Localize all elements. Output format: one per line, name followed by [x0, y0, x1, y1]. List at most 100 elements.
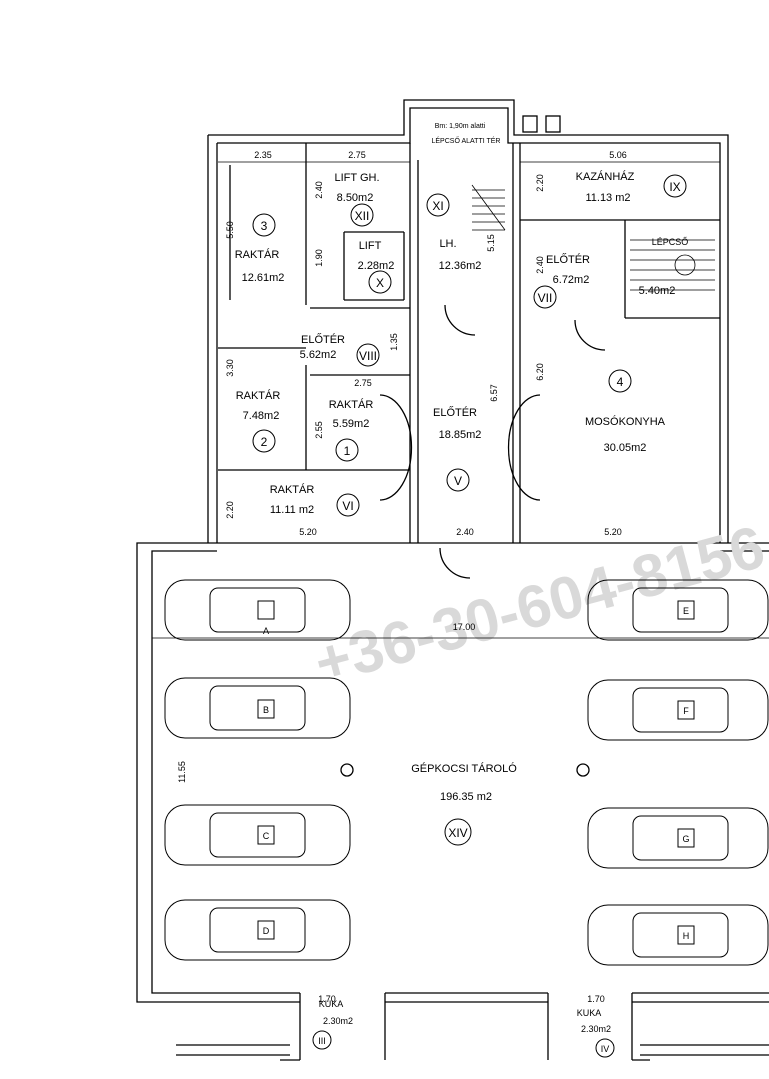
room-eloter-viii-roman: VIII [359, 349, 377, 363]
dim-170b: 1.70 [587, 994, 605, 1004]
room-kazanhaz-area: 11.13 m2 [585, 192, 630, 204]
room-eloter-v-name: ELŐTÉR [433, 405, 477, 419]
car-label-d: D [263, 926, 270, 936]
room-kazanhaz-roman: IX [669, 180, 680, 194]
garage-column-right [576, 763, 590, 777]
car-label-g: G [682, 834, 689, 844]
room-raktar-vi-name: RAKTÁR [270, 483, 315, 496]
room-eloter-viii-area: 5.62m2 [300, 349, 337, 361]
room-kuka-iv-name: KUKA [577, 1008, 602, 1018]
room-raktar2-num: 2 [261, 435, 268, 449]
car-g [587, 807, 769, 869]
car-label-b: B [263, 705, 269, 715]
dim-657: 6.57 [489, 384, 499, 402]
car-c [164, 804, 351, 866]
room-raktar1-area: 5.59m2 [333, 418, 370, 430]
dim-620: 6.20 [535, 363, 545, 381]
room-garage-area: 196.35 m2 [440, 791, 492, 803]
note-line2: LÉPCSŐ ALATTI TÉR [432, 136, 501, 145]
room-mosokonyha-name: MOSÓKONYHA [585, 415, 666, 428]
dim-550: 5.50 [225, 221, 235, 239]
dim-330: 3.30 [225, 359, 235, 377]
car-label-f: F [683, 706, 689, 716]
dim-275b: 2.75 [354, 378, 372, 388]
stairs-right [630, 239, 715, 291]
room-lh-roman: XI [432, 199, 443, 213]
kuka-iii-walls [280, 993, 386, 1061]
car-b [164, 677, 351, 739]
room-lepcso-area: 5.40m2 [639, 285, 676, 297]
room-eloter-vii-area: 6.72m2 [553, 274, 590, 286]
room-lepcso-name: LÉPCSŐ [652, 237, 689, 247]
room-raktar3-area: 12.61m2 [242, 272, 285, 284]
room-lift-area: 2.28m2 [358, 260, 395, 272]
kuka-iv-walls [547, 993, 650, 1061]
room-lift-gh-name: LIFT GH. [334, 172, 379, 184]
parking-spaces [164, 579, 769, 966]
room-raktar1-name: RAKTÁR [329, 398, 374, 411]
room-eloter-vii-name: ELŐTÉR [546, 252, 590, 266]
room-lift-roman: X [376, 276, 384, 290]
room-lift-gh-roman: XII [355, 209, 370, 223]
dim-235: 2.35 [254, 150, 272, 160]
dim-240c: 2.40 [456, 527, 474, 537]
car-e [587, 579, 769, 641]
car-label-e: E [683, 606, 689, 616]
garage-outer-wall [136, 542, 769, 1003]
room-mosokonyha-num: 4 [617, 375, 624, 389]
room-raktar2-name: RAKTÁR [236, 389, 281, 402]
room-raktar2-area: 7.48m2 [243, 410, 280, 422]
room-lh-name: LH. [439, 238, 456, 250]
room-kazanhaz-name: KAZÁNHÁZ [576, 170, 635, 183]
room-garage-roman: XIV [448, 826, 467, 840]
door-eloter-v [379, 394, 413, 501]
room-kuka-iii-roman: III [318, 1036, 326, 1046]
car-h [587, 904, 769, 966]
dim-520b: 5.20 [604, 527, 622, 537]
room-raktar3-num: 3 [261, 219, 268, 233]
room-kuka-iii-name: KUKA [319, 999, 344, 1009]
garage-column-left [340, 763, 354, 777]
dim-220b: 2.20 [225, 501, 235, 519]
room-mosokonyha-area: 30.05m2 [604, 442, 647, 454]
room-kuka-iii-area: 2.30m2 [323, 1016, 353, 1026]
room-kuka-iv-roman: IV [601, 1044, 610, 1054]
room-garage-name: GÉPKOCSI TÁROLÓ [411, 762, 517, 775]
car-label-c: C [263, 831, 270, 841]
stairs-left [471, 184, 506, 231]
room-eloter-vii-roman: VII [538, 291, 553, 305]
room-raktar3-name: RAKTÁR [235, 248, 280, 261]
car-label-h: H [683, 931, 690, 941]
room-eloter-v-area: 18.85m2 [439, 429, 482, 441]
dim-135: 1.35 [389, 333, 399, 351]
car-f [587, 679, 769, 741]
room-raktar1-num: 1 [344, 444, 351, 458]
car-label-a: A [263, 626, 269, 636]
dim-240b: 2.40 [535, 256, 545, 274]
room-raktar-vi-area: 11.11 m2 [270, 504, 314, 516]
dim-240a: 2.40 [314, 181, 324, 199]
room-lh-area: 12.36m2 [439, 260, 482, 272]
dim-515: 5.15 [486, 234, 496, 252]
phone-watermark: +36-30-604-8156 [308, 513, 769, 697]
car-a [164, 579, 351, 641]
dim-190: 1.90 [314, 249, 324, 267]
outer-wall-upper [208, 99, 729, 543]
dim-170a: 1.70 [318, 994, 336, 1004]
room-lift-name: LIFT [359, 240, 382, 252]
note-line1: Bm: 1,90m alatti [435, 123, 486, 130]
room-raktar-vi-roman: VI [342, 499, 353, 513]
dim-1155: 11.55 [177, 761, 187, 783]
dim-255: 2.55 [314, 421, 324, 439]
car-d [164, 899, 351, 961]
dim-220a: 2.20 [535, 174, 545, 192]
dim-1700: 17.00 [453, 622, 476, 632]
dim-506: 5.06 [609, 150, 627, 160]
room-lift-gh-area: 8.50m2 [337, 192, 374, 204]
room-eloter-viii-name: ELŐTÉR [301, 332, 345, 346]
room-kuka-iv-area: 2.30m2 [581, 1024, 611, 1034]
dim-275a: 2.75 [348, 150, 366, 160]
room-eloter-v-roman: V [454, 474, 462, 488]
dim-520a: 5.20 [299, 527, 317, 537]
